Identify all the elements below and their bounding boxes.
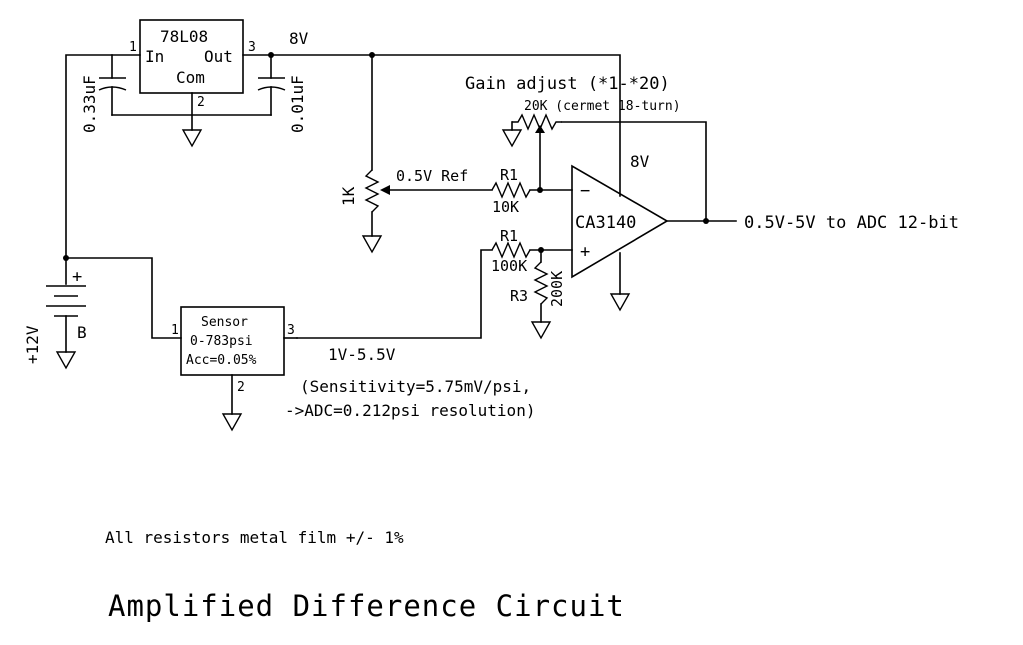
ground-symbol	[609, 293, 631, 312]
reference-potentiometer	[361, 54, 493, 254]
op-amp-minus: −	[580, 181, 590, 201]
ref-pot-wiper-arrow	[380, 185, 390, 195]
sensor-signal-wire	[296, 249, 493, 339]
regulator-part: 78L08	[160, 27, 208, 46]
r1-top-value: 10K	[492, 198, 519, 216]
sensor-power-wire	[65, 257, 182, 339]
ref-pot-value: 1K	[339, 186, 358, 206]
sensor-pin1: 1	[171, 323, 179, 338]
battery-name: B	[77, 323, 87, 342]
ground-symbol	[530, 321, 552, 340]
resistor-note: All resistors metal film +/- 1%	[105, 528, 404, 547]
regulator-com-label: Com	[176, 68, 205, 87]
c1-value: 0.33uF	[80, 75, 99, 133]
r1-bottom-name: R1	[500, 227, 518, 245]
output-label: 0.5V-5V to ADC 12-bit	[744, 213, 959, 233]
sensor-name: Sensor	[201, 315, 248, 330]
op-amp-plus: +	[580, 242, 590, 262]
ref-voltage-label: 0.5V Ref	[396, 167, 468, 185]
sensitivity-line2: ->ADC=0.212psi resolution)	[285, 401, 535, 420]
r1-top-name: R1	[500, 166, 518, 184]
junction-dot	[268, 52, 274, 58]
sensor-pin3: 3	[287, 323, 295, 338]
gain-pot-value: 20K (cermet 18-turn)	[524, 99, 681, 114]
sensitivity-line1: (Sensitivity=5.75mV/psi,	[300, 377, 531, 396]
regulator-pin-in: 1	[129, 40, 137, 55]
sensor-range: 0-783psi	[190, 334, 253, 349]
op-amp-supply-label: 8V	[630, 152, 650, 171]
op-amp-body	[571, 164, 669, 279]
r3-zigzag	[533, 261, 549, 305]
ground-symbol	[221, 413, 243, 432]
battery-voltage: +12V	[23, 325, 42, 364]
sensor-output-label: 1V-5.5V	[328, 345, 396, 364]
r1-top-zigzag	[491, 181, 531, 199]
sensor-pin2: 2	[237, 380, 245, 395]
regulator-in-label: In	[145, 47, 164, 66]
pressure-sensor: Sensor 0-783psi Acc=0.05% 1 3 2	[171, 306, 298, 432]
r1-bottom-zigzag	[491, 241, 531, 259]
input-wire	[65, 54, 141, 259]
regulator-pin-out: 3	[248, 40, 256, 55]
op-amp: − + CA3140	[571, 164, 669, 312]
r1-bottom-value: 100K	[491, 257, 527, 275]
ground-symbol	[501, 129, 523, 148]
c2-value: 0.01uF	[288, 75, 307, 133]
rail-8v-wire	[242, 54, 621, 197]
ground-symbol	[181, 129, 203, 148]
gain-pot-wiper-arrow	[535, 125, 545, 133]
sensor-accuracy: Acc=0.05%	[186, 353, 257, 368]
battery	[46, 255, 182, 370]
regulator-out-label: Out	[204, 47, 233, 66]
r3-value: 200K	[548, 271, 566, 307]
op-amp-part: CA3140	[575, 213, 636, 233]
r3-name: R3	[510, 287, 528, 305]
ref-pot-zigzag	[364, 169, 380, 213]
ground-symbol	[361, 235, 383, 254]
page-title: Amplified Difference Circuit	[108, 589, 625, 623]
rail-8v-label: 8V	[289, 29, 309, 48]
battery-plus: +	[72, 267, 82, 287]
regulator-pin-com: 2	[197, 95, 205, 110]
junction-dot	[703, 218, 709, 224]
gain-pot-zigzag	[512, 113, 562, 131]
feedback-wire	[561, 121, 707, 222]
gain-adjust-label: Gain adjust (*1-*20)	[465, 74, 670, 94]
ground-symbol	[55, 351, 77, 370]
junction-dot	[537, 187, 543, 193]
gain-potentiometer	[501, 113, 707, 222]
